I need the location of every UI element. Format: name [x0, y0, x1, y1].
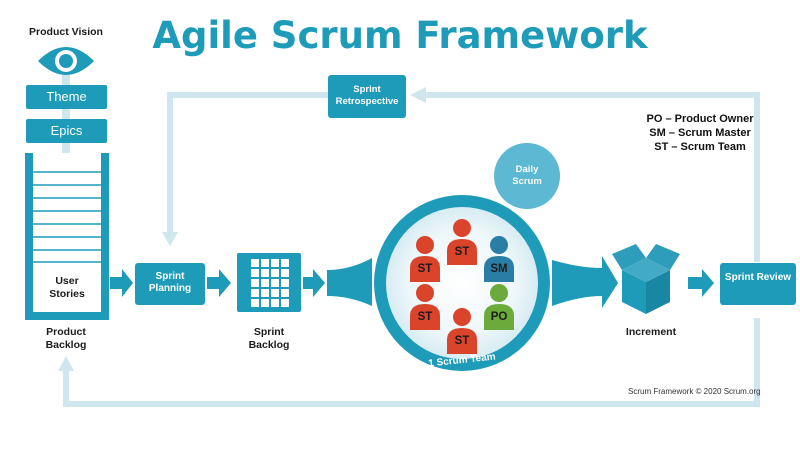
- sprint-review-box: [720, 263, 796, 305]
- team-member-st-1-icon: [410, 236, 440, 282]
- legend-item-po: PO – Product Owner: [646, 113, 754, 125]
- product-vision-label: Product Vision: [29, 26, 103, 38]
- retrospective-arrowhead: [410, 87, 426, 103]
- team-member-st-2-icon: [447, 219, 477, 265]
- backlog-feedback-loop-path: [63, 318, 760, 407]
- planning-arrowhead: [162, 232, 178, 246]
- sprint-backlog-label: Sprint Backlog: [248, 326, 290, 351]
- epics-label: Epics: [50, 123, 83, 138]
- team-role-sm: SM: [490, 263, 508, 275]
- sprint-outflow-swoosh: [552, 256, 618, 308]
- retrospective-to-planning-path: [167, 92, 328, 234]
- epics-box: [26, 119, 107, 143]
- page-title: Agile Scrum Framework: [152, 14, 648, 57]
- sprint-retrospective-label: Sprint Retrospective: [335, 84, 399, 107]
- increment-label: Increment: [625, 326, 677, 338]
- daily-scrum-label: Daily Scrum: [512, 164, 542, 187]
- backlog-to-sprint-arrow: [303, 269, 325, 297]
- daily-scrum-circle: [494, 143, 560, 209]
- team-role-st-1: ST: [417, 263, 433, 275]
- team-role-st-2: ST: [454, 246, 470, 258]
- theme-label: Theme: [46, 89, 87, 104]
- planning-to-backlog-arrow: [207, 269, 231, 297]
- sprint-inflow-swoosh: [327, 258, 372, 306]
- sprint-retrospective-box: [328, 75, 406, 118]
- team-role-po: PO: [490, 311, 508, 323]
- increment-to-review-arrow: [688, 269, 714, 297]
- theme-connector: [62, 109, 70, 119]
- vision-connector: [62, 75, 70, 85]
- team-role-st-3: ST: [417, 311, 433, 323]
- product-backlog-label: Product Backlog: [45, 326, 87, 351]
- team-member-sm-icon: [484, 236, 514, 282]
- sprint-backlog-grid-icon: [237, 253, 301, 312]
- legend-item-sm: SM – Scrum Master: [649, 127, 751, 139]
- team-member-st-3-icon: [410, 284, 440, 330]
- sprint-planning-label: Sprint Planning: [148, 271, 192, 294]
- theme-box: [26, 85, 107, 109]
- product-backlog-stack: [25, 153, 109, 320]
- legend-item-st: ST – Scrum Team: [654, 141, 746, 153]
- backlog-to-planning-arrow: [110, 269, 133, 297]
- copyright-text: Scrum Framework © 2020 Scrum.org: [628, 387, 761, 396]
- team-role-st-4: ST: [454, 335, 470, 347]
- team-member-st-4-icon: [447, 308, 477, 354]
- eye-icon: [38, 47, 94, 75]
- increment-box-icon: [612, 244, 680, 314]
- user-stories-label: User Stories: [49, 275, 85, 300]
- role-legend: PO – Product Owner SM – Scrum Master ST …: [600, 112, 800, 154]
- team-member-po-icon: [484, 284, 514, 330]
- epics-connector: [62, 143, 70, 153]
- retrospective-loop-path: [425, 92, 760, 262]
- backlog-feedback-arrowhead: [58, 356, 74, 371]
- sprint-review-label: Sprint Review: [724, 272, 792, 283]
- sprint-planning-box: [135, 263, 205, 305]
